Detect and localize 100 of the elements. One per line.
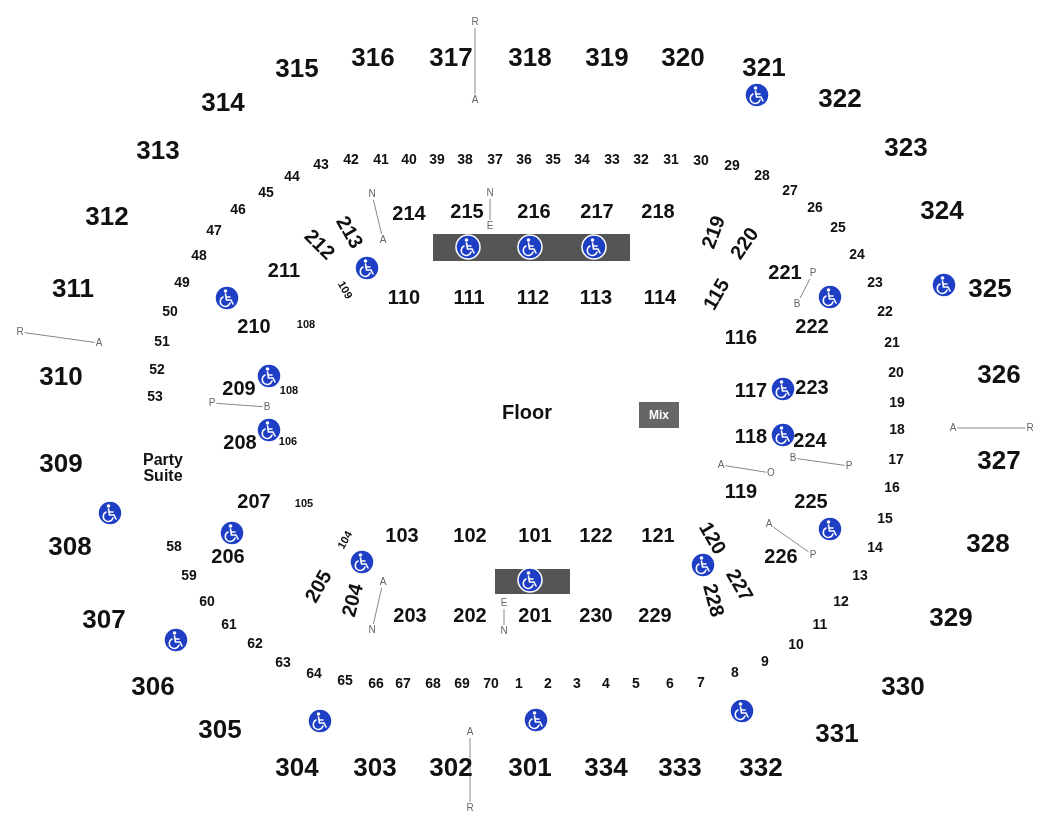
section-number: 210	[237, 316, 271, 336]
row-letter: N	[486, 188, 494, 198]
section-number: 42	[343, 152, 359, 166]
section-number: 211	[267, 260, 301, 280]
section-number: 9	[761, 654, 769, 668]
section-number: 106	[278, 435, 298, 447]
section-number: 3	[573, 676, 581, 690]
section-number: 69	[454, 676, 470, 690]
section-number: 325	[968, 275, 1012, 301]
section-number: 108	[279, 384, 299, 396]
section-number: 19	[889, 395, 905, 409]
section-number: 121	[641, 525, 675, 545]
section-number: 301	[508, 754, 552, 780]
section-number: 32	[633, 152, 649, 166]
section-number: 67	[395, 676, 411, 690]
section-number: 28	[754, 168, 770, 182]
section-number: 39	[429, 152, 445, 166]
section-number: 14	[867, 540, 883, 554]
section-number: 118	[734, 426, 768, 446]
row-range-line	[503, 608, 505, 626]
row-letter: N	[500, 626, 508, 636]
section-number: 318	[508, 44, 552, 70]
row-letter: R	[1026, 423, 1034, 433]
section-number: 115	[699, 275, 733, 313]
section-number: 202	[453, 605, 487, 625]
section-number: 68	[425, 676, 441, 690]
section-number: 315	[275, 55, 319, 81]
section-number: 35	[545, 152, 561, 166]
section-number: 309	[39, 450, 83, 476]
row-letter: P	[809, 550, 817, 560]
section-number: 46	[230, 202, 246, 216]
row-range-line	[215, 402, 264, 408]
section-number: 212	[301, 225, 339, 263]
row-range-line	[372, 587, 383, 625]
row-range-line	[24, 332, 96, 343]
section-number: 52	[149, 362, 165, 376]
section-number: 17	[888, 452, 904, 466]
section-number: 324	[920, 197, 964, 223]
section-number: 48	[191, 248, 207, 262]
section-number: 111	[453, 287, 485, 307]
section-number: 224	[793, 430, 827, 450]
section-number: 65	[337, 673, 353, 687]
section-number: 308	[48, 533, 92, 559]
section-number: 306	[131, 673, 175, 699]
section-number: 334	[584, 754, 628, 780]
row-letter: A	[471, 95, 479, 105]
section-number: 104	[335, 529, 355, 551]
row-range-line	[724, 465, 767, 473]
section-number: 314	[201, 89, 245, 115]
section-number: 216	[517, 201, 551, 221]
section-number: 34	[574, 152, 590, 166]
section-number: 43	[313, 157, 329, 171]
row-letter: A	[379, 235, 387, 245]
row-range-line	[489, 198, 491, 221]
section-number: 12	[833, 594, 849, 608]
section-number: 333	[658, 754, 702, 780]
section-number: 229	[638, 605, 672, 625]
section-number: 26	[807, 200, 823, 214]
row-letter: A	[765, 519, 773, 529]
section-number: 223	[795, 377, 829, 397]
section-number: 23	[867, 275, 883, 289]
section-number: 311	[52, 275, 94, 301]
section-number: 24	[849, 247, 865, 261]
section-number: 33	[604, 152, 620, 166]
row-letter: B	[263, 402, 271, 412]
section-number: 322	[818, 85, 862, 111]
section-number: 27	[782, 183, 798, 197]
row-letter: P	[809, 268, 817, 278]
section-number: 53	[147, 389, 163, 403]
section-number: 330	[881, 673, 925, 699]
section-number: 47	[206, 223, 222, 237]
section-number: 1	[515, 676, 523, 690]
section-number: 29	[724, 158, 740, 172]
section-number: 323	[884, 134, 928, 160]
section-number: 62	[247, 636, 263, 650]
section-number: 312	[85, 203, 129, 229]
row-letter: A	[466, 727, 474, 737]
section-number: 114	[643, 287, 677, 307]
section-number: 332	[739, 754, 783, 780]
section-number: 61	[221, 617, 237, 631]
row-letter: B	[789, 453, 797, 463]
section-number: 307	[82, 606, 126, 632]
section-number: 321	[742, 54, 786, 80]
row-range-line	[474, 27, 476, 95]
section-number: 302	[429, 754, 473, 780]
row-letter: A	[717, 460, 725, 470]
section-number: 25	[830, 220, 846, 234]
section-number: 220	[726, 223, 762, 263]
section-number: 36	[516, 152, 532, 166]
section-number: 5	[632, 676, 640, 690]
section-number: 331	[815, 720, 859, 746]
section-number: 204	[338, 581, 366, 619]
section-number: 64	[306, 666, 322, 680]
section-number: 8	[731, 665, 739, 679]
section-number: 109	[335, 279, 355, 301]
section-number: 208	[223, 432, 257, 452]
section-number: 51	[154, 334, 170, 348]
row-letter: A	[379, 577, 387, 587]
row-letter: A	[95, 338, 103, 348]
row-range-line	[372, 199, 383, 235]
